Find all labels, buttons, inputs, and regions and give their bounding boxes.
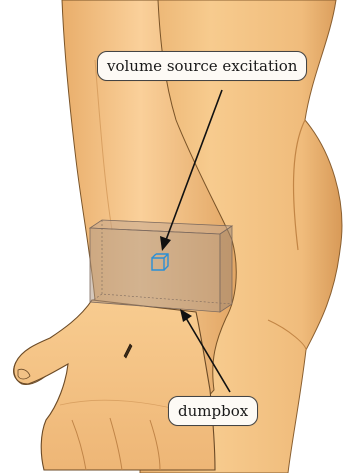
- dumpbox: [90, 220, 232, 312]
- dumpbox-label: dumpbox: [168, 396, 258, 426]
- dumpbox-side-face: [220, 226, 232, 312]
- hand: [14, 300, 215, 470]
- volume-source-label: volume source excitation: [97, 51, 307, 81]
